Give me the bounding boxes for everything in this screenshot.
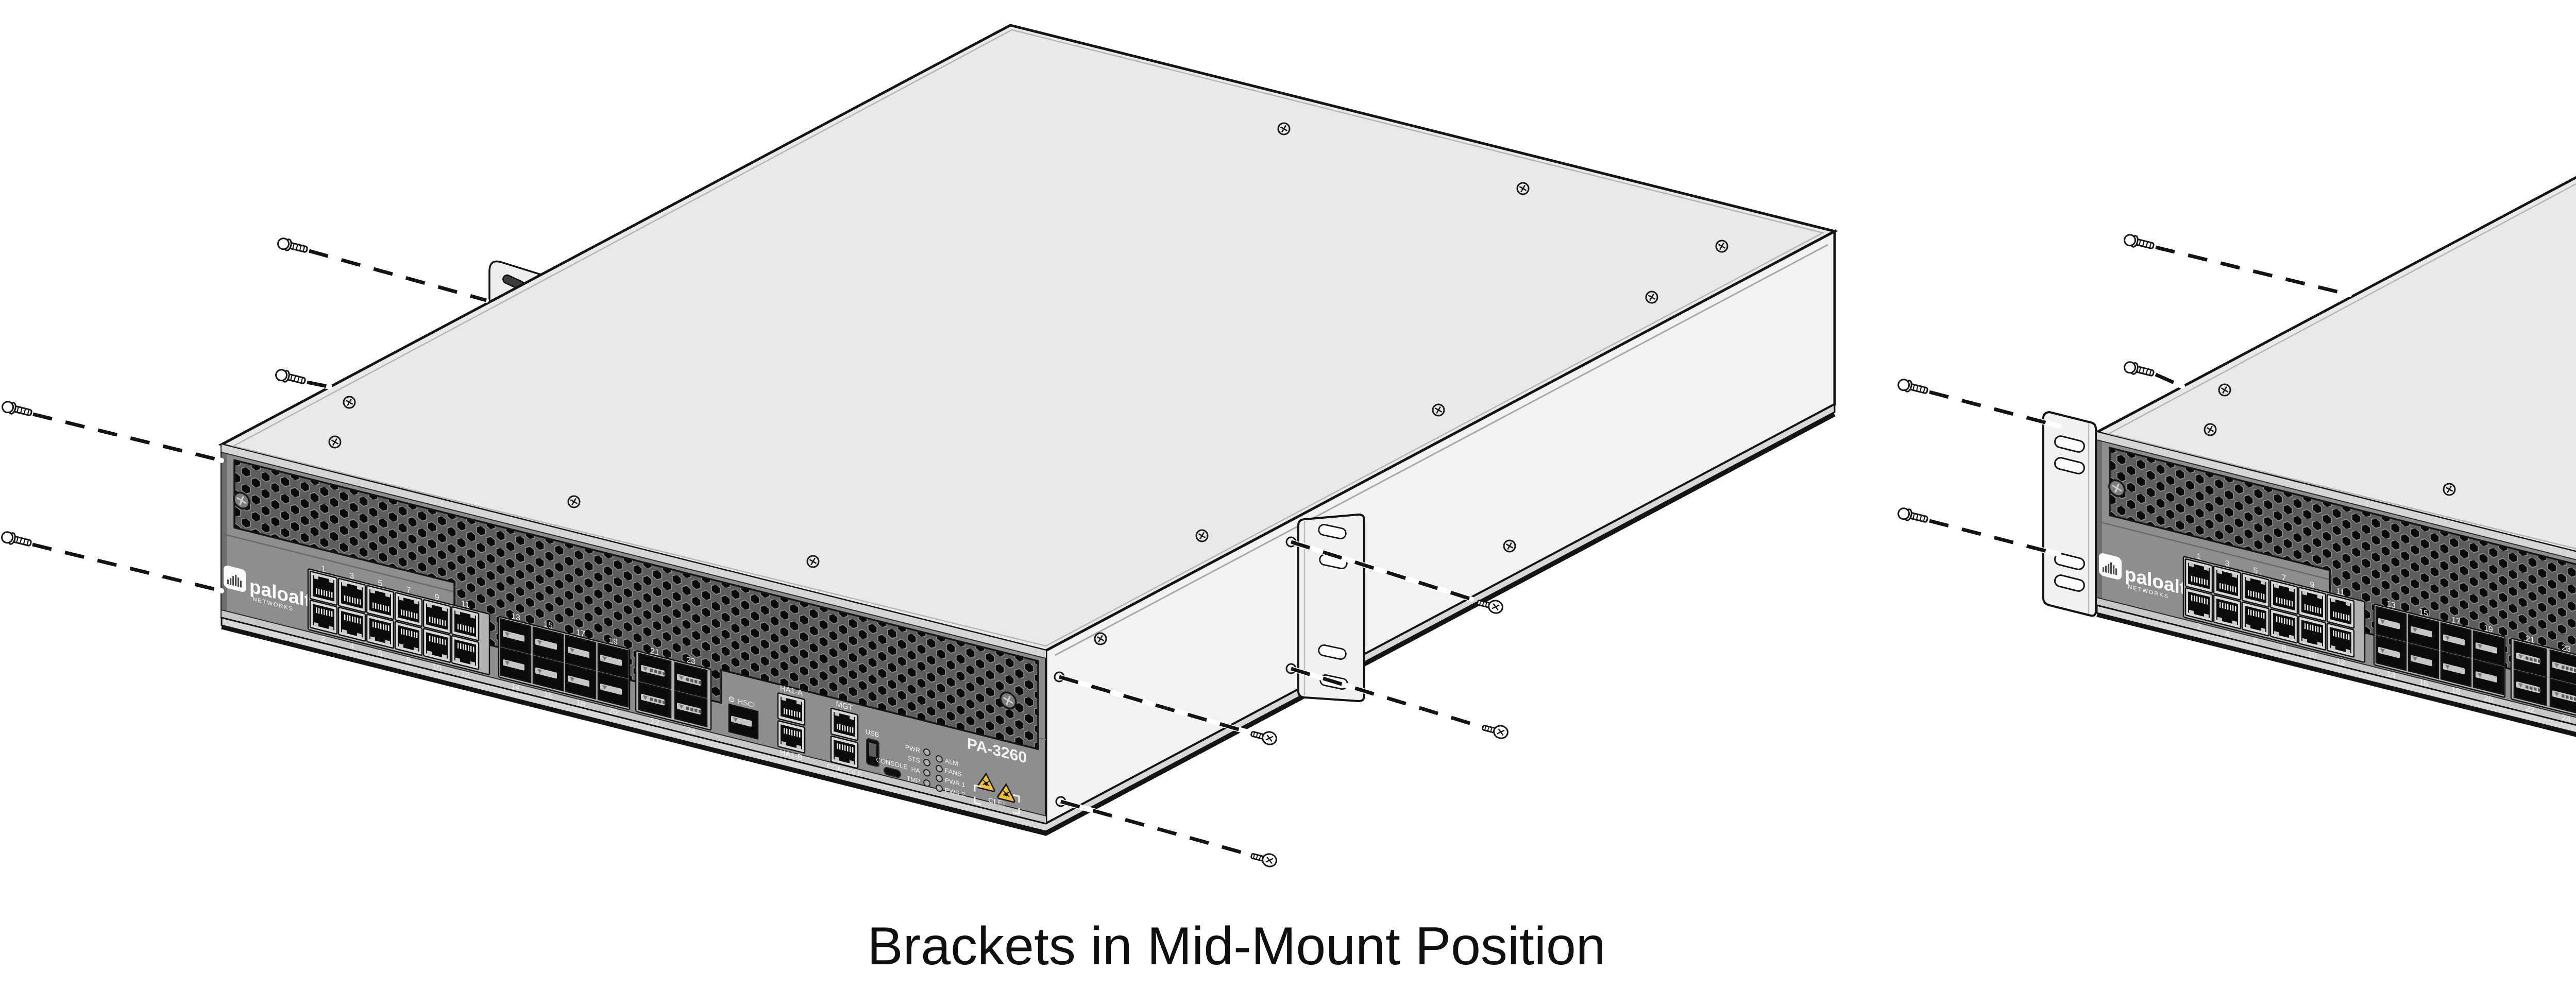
chassis	[2097, 13, 2576, 822]
mount-screw-icon	[1480, 721, 1510, 741]
device-left-mid-mount	[0, 25, 1835, 869]
mount-screw-icon	[1896, 506, 1929, 526]
screw-guides-left-device	[30, 248, 1479, 856]
device-right-front-mount	[1896, 13, 2576, 855]
mount-screw-icon	[1249, 849, 1279, 869]
mount-screw-icon	[2122, 232, 2156, 252]
chassis	[222, 25, 1835, 834]
caption-left: Brackets in Mid-Mount Position	[867, 916, 1605, 976]
mount-screw-icon	[0, 399, 33, 419]
mount-screw-icon	[1896, 377, 1929, 397]
mount-screw-icon	[276, 236, 309, 256]
mount-screw-icon	[1249, 727, 1279, 747]
bracket-left-flange-front	[2042, 411, 2097, 617]
screw-guides-right-device	[1927, 245, 2352, 557]
mount-screw-icon	[2122, 360, 2156, 380]
mount-screw-icon	[0, 530, 33, 550]
mount-screw-icon	[274, 367, 307, 387]
